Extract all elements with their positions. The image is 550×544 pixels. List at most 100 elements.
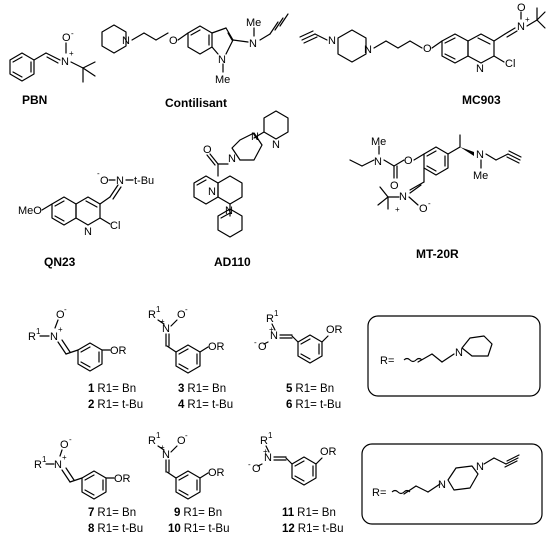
label-mc903: MC903 xyxy=(462,93,501,107)
mt20r-n1: N xyxy=(374,156,382,168)
s34-o: O xyxy=(177,309,186,321)
structure-7-8: R 1 N + O - OR xyxy=(34,435,131,500)
s1112-o: O xyxy=(252,463,261,475)
svg-text:9R1= Bn: 9R1= Bn xyxy=(174,507,222,519)
svg-text:6R1= t-Bu: 6R1= t-Bu xyxy=(286,399,341,411)
qn23-n-plus: N xyxy=(116,175,124,187)
s910-minus: - xyxy=(185,431,188,440)
label-mt20r: MT-20R xyxy=(416,247,459,261)
s1112-minus: - xyxy=(248,460,251,469)
s56-o: O xyxy=(258,341,267,353)
contilisant-nme: Me xyxy=(215,74,230,86)
mc903-o: O xyxy=(423,43,432,55)
structure-5-6: R 1 N + O - OR xyxy=(254,309,343,364)
r-group-box-piperidine: R= N xyxy=(367,315,541,397)
s56-r-sup: 1 xyxy=(274,309,279,318)
s78-o: O xyxy=(60,439,69,451)
qn23-o: O xyxy=(100,175,109,187)
contilisant-o: O xyxy=(169,35,178,47)
s1112-n: N xyxy=(264,452,272,464)
s34-or: OR xyxy=(208,341,225,353)
structure-mc903: N N O N Cl N + O MC903 xyxy=(299,2,546,107)
s1112-r-sup: 1 xyxy=(268,431,273,440)
pbn-n: N xyxy=(61,56,69,68)
ad110-n1: N xyxy=(251,131,259,143)
label-ad110: AD110 xyxy=(214,255,251,269)
structure-9-10: R 1 N + O - OR xyxy=(148,431,225,500)
s56-n: N xyxy=(270,330,278,342)
s78-plus: + xyxy=(62,453,67,462)
s12-r-sup: 1 xyxy=(36,327,41,336)
s56-plus: + xyxy=(269,325,274,334)
svg-text:8R1= t-Bu: 8R1= t-Bu xyxy=(88,523,143,535)
mc903-n-plus: N xyxy=(517,21,525,33)
mt20r-o-minus: O xyxy=(419,203,428,215)
s34-r: R xyxy=(148,309,156,321)
s12-r: R xyxy=(28,331,36,343)
s78-or: OR xyxy=(114,473,131,485)
s12-minus: - xyxy=(64,305,67,314)
mt20r-me2: Me xyxy=(473,170,488,182)
rbox1-n: N xyxy=(455,347,463,359)
s12-plus: + xyxy=(58,325,63,334)
qn23-meo: MeO xyxy=(18,205,42,217)
structure-3-4: R 1 N + O - OR xyxy=(148,305,225,374)
structure-contilisant: N O N Me N Me Contilisant xyxy=(101,13,289,110)
mt20r-me1: Me xyxy=(371,136,386,148)
r-group-box-piperazine: R= N N xyxy=(361,443,543,525)
contilisant-n1: N xyxy=(122,35,130,47)
s1112-or: OR xyxy=(320,446,337,458)
structure-qn23: MeO N Cl N O - t-Bu QN23 xyxy=(18,169,154,269)
qn23-n: N xyxy=(84,226,92,238)
pbn-minus: - xyxy=(71,29,74,38)
mc903-n2: N xyxy=(364,44,372,56)
s78-minus: - xyxy=(69,435,72,444)
structure-mt20r: N Me O O N Me N + O - xyxy=(349,134,522,261)
s34-n: N xyxy=(162,323,170,335)
svg-text:2R1= t-Bu: 2R1= t-Bu xyxy=(88,399,143,411)
s910-or: OR xyxy=(208,467,225,479)
pbn-o: O xyxy=(62,32,71,44)
s910-o: O xyxy=(177,435,186,447)
s910-r: R xyxy=(148,435,156,447)
rbox1-r: R= xyxy=(380,355,394,367)
s56-r: R xyxy=(266,313,274,325)
svg-text:3R1= Bn: 3R1= Bn xyxy=(178,383,226,395)
mc903-n-ring: N xyxy=(476,63,484,75)
structure-1-2: R 1 N + O - OR xyxy=(28,305,127,372)
structure-11-12: R 1 N + O - OR xyxy=(248,431,337,486)
contilisant-n-indole: N xyxy=(218,54,226,66)
rbox2-n2: N xyxy=(476,461,484,473)
mt20r-o: O xyxy=(404,155,413,167)
rbox2-r: R= xyxy=(372,487,386,499)
qn23-cl: Cl xyxy=(110,220,120,232)
mc903-plus: + xyxy=(525,15,530,24)
s56-minus: - xyxy=(254,338,257,347)
s78-n: N xyxy=(54,459,62,471)
s12-or: OR xyxy=(110,345,127,357)
s1112-plus: + xyxy=(263,447,268,456)
qn23-tbu: t-Bu xyxy=(134,175,154,187)
mt20r-minus: - xyxy=(428,199,431,208)
s12-o: O xyxy=(56,309,65,321)
contilisant-me: Me xyxy=(246,17,261,29)
s910-n: N xyxy=(162,449,170,461)
ad110-quin-n1: N xyxy=(208,186,216,198)
svg-text:7R1= Bn: 7R1= Bn xyxy=(88,507,136,519)
rbox2-n1: N xyxy=(438,479,446,491)
mt20r-o-carbonyl: O xyxy=(390,180,399,192)
mc903-n1: N xyxy=(328,35,336,47)
s34-plus: + xyxy=(160,317,165,326)
svg-text:5R1= Bn: 5R1= Bn xyxy=(286,383,334,395)
s910-plus: + xyxy=(160,443,165,452)
svg-text:1R1= Bn: 1R1= Bn xyxy=(88,383,136,395)
pbn-plus: + xyxy=(69,49,74,58)
label-pbn: PBN xyxy=(22,93,47,107)
mc903-cl: Cl xyxy=(505,58,515,70)
s910-r-sup: 1 xyxy=(156,431,161,440)
